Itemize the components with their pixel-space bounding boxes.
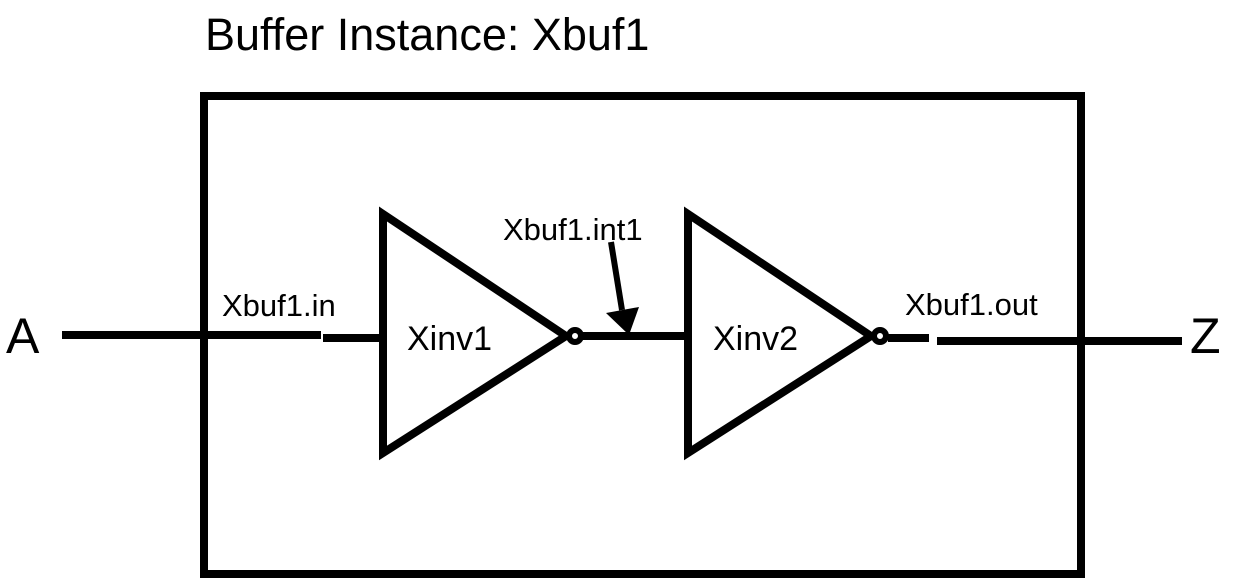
internal-net-label: Xbuf1.int1 [503, 212, 643, 247]
annotation-arrowhead-icon [606, 307, 639, 335]
input-pin-label: A [6, 308, 40, 364]
input-net-label: Xbuf1.in [222, 288, 336, 323]
inverter1-triangle [379, 206, 574, 461]
inverter1-instance-label: Xinv1 [407, 320, 492, 358]
inverter2-instance-label: Xinv2 [713, 320, 798, 358]
inverter1-bubble [566, 327, 584, 345]
output-net-label: Xbuf1.out [905, 287, 1038, 322]
diagram-title: Buffer Instance: Xbuf1 [205, 9, 649, 60]
annotation-arrow-shaft [608, 241, 625, 311]
output-pin-label: Z [1190, 308, 1221, 364]
inverter2-bubble [871, 327, 889, 345]
inverter2-triangle [684, 206, 879, 461]
